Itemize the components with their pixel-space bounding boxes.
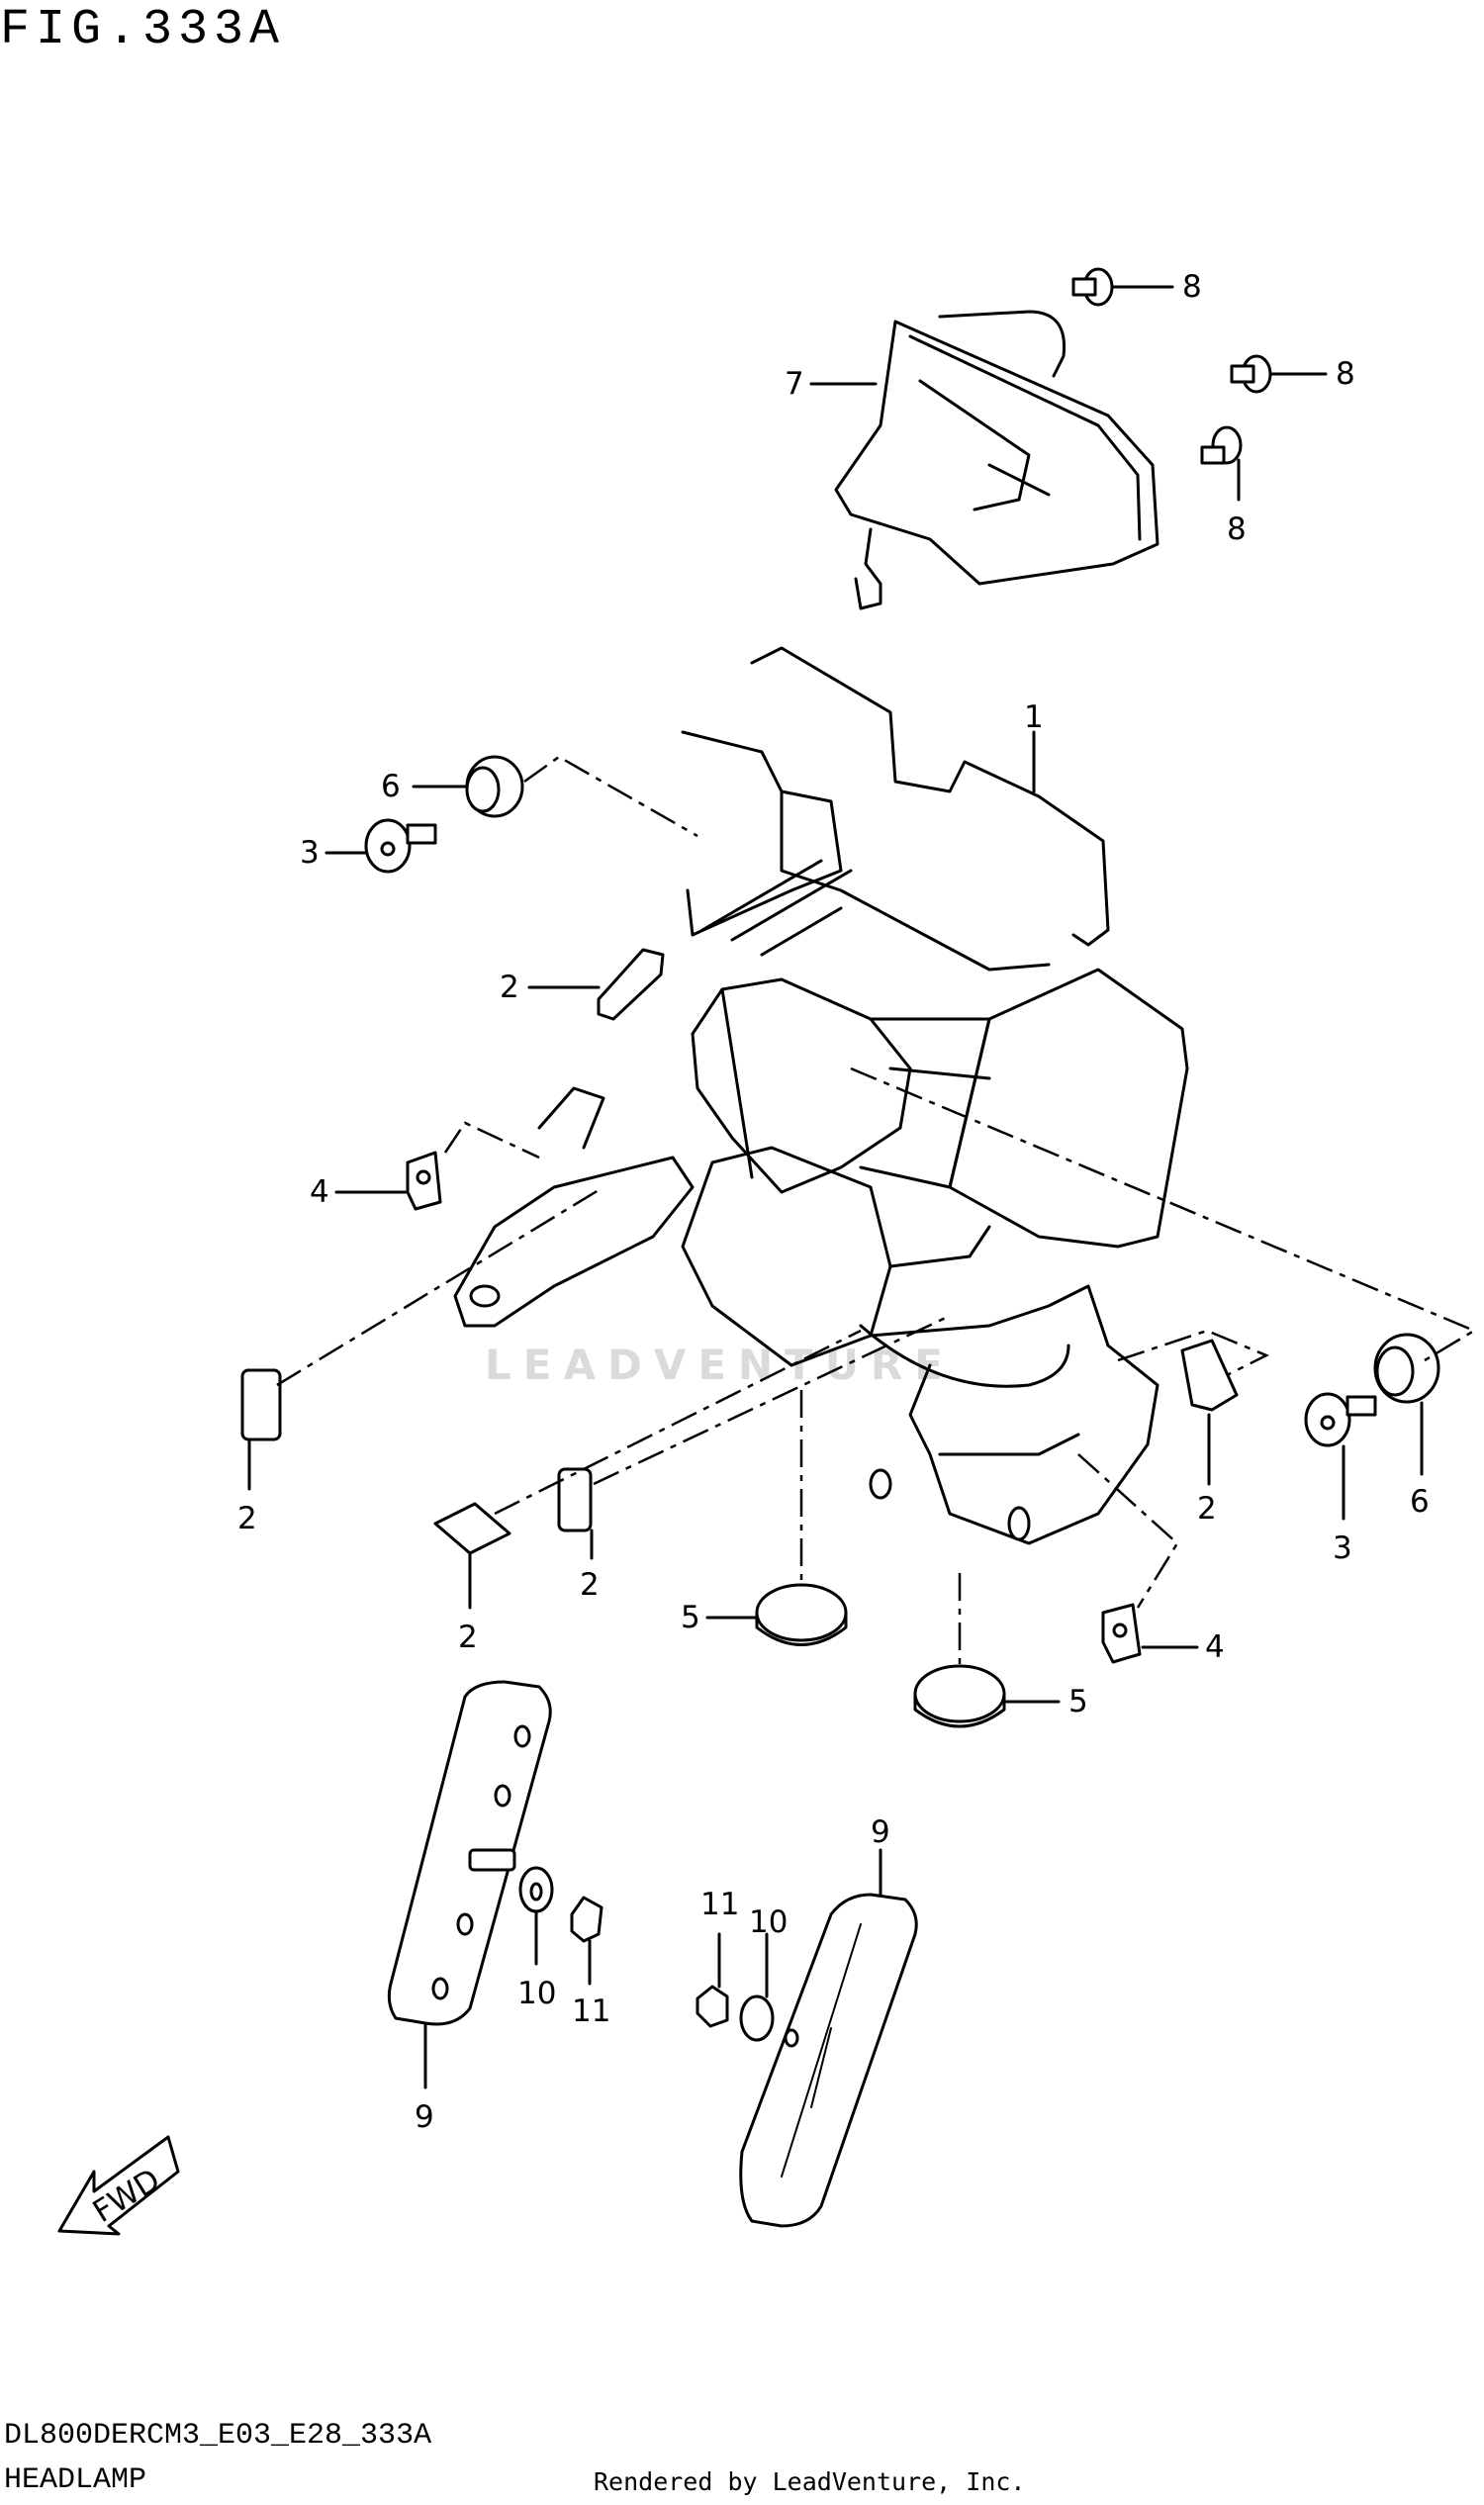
- nut-11-left: [570, 1896, 603, 1943]
- callout-8c: 8: [1227, 511, 1247, 547]
- assembly-lines: [276, 755, 1477, 1667]
- callout-4-left: 4: [310, 1174, 329, 1210]
- callout-3-left: 3: [300, 835, 320, 871]
- callout-6-left: 6: [381, 769, 401, 804]
- leader-lines: [247, 285, 1424, 2089]
- figure-title: FIG.333A: [0, 2, 286, 58]
- render-credit: Rendered by LeadVenture, Inc.: [594, 2467, 1026, 2496]
- callout-labels: 8 8 8 7 1 6 3 2 4 2 2 2 5 5 4 2 3 6 9 10…: [237, 269, 1430, 2135]
- reflector-9-left: [387, 1680, 552, 2026]
- callout-1: 1: [1024, 699, 1044, 735]
- callout-8b: 8: [1336, 356, 1355, 392]
- cushion-5-right: [913, 1664, 1006, 1728]
- callout-4-right: 4: [1205, 1629, 1225, 1665]
- clip-2b: [240, 1368, 282, 1441]
- callout-2d: 2: [580, 1567, 600, 1603]
- clip-2c: [433, 1502, 511, 1555]
- nut-4-right: [1101, 1603, 1142, 1664]
- cushion-5-left: [755, 1583, 848, 1646]
- headlamp-bracket: [681, 646, 1110, 972]
- screw-8c: [1200, 425, 1243, 465]
- callout-8a: 8: [1182, 269, 1202, 305]
- callout-9-left: 9: [415, 2099, 434, 2135]
- screw-8a: [1071, 267, 1114, 307]
- washer-10-left: [518, 1866, 554, 1913]
- callout-2e: 2: [1197, 1491, 1217, 1527]
- callout-2b: 2: [237, 1501, 257, 1536]
- callout-3-right: 3: [1333, 1531, 1352, 1566]
- bolt-3-left: [364, 818, 437, 874]
- clip-2d: [557, 1467, 593, 1532]
- callout-2a: 2: [500, 970, 519, 1005]
- screw-8b: [1230, 354, 1272, 394]
- callout-11-right: 11: [700, 1887, 739, 1922]
- clip-2e: [1180, 1339, 1239, 1412]
- watermark-text: LEADVENTURE: [485, 1341, 955, 1389]
- grommet-6-left: [465, 755, 524, 818]
- callout-2c: 2: [458, 1620, 478, 1655]
- callout-5-right: 5: [1068, 1684, 1088, 1719]
- position-lamp: [834, 310, 1159, 610]
- fwd-arrow: FWD: [57, 2135, 180, 2236]
- callout-6-right: 6: [1410, 1484, 1430, 1520]
- diagram-code: DL800DERCM3_E03_E28_333A: [4, 2419, 432, 2453]
- nut-11-right: [696, 1985, 729, 2028]
- headlamp-unit: [453, 968, 1189, 1545]
- nut-4-left: [406, 1151, 442, 1211]
- washer-10-right: [739, 1995, 775, 2042]
- callout-11-left: 11: [572, 1994, 610, 2029]
- diagram-name: HEADLAMP: [4, 2463, 147, 2497]
- callout-10-right: 10: [749, 1904, 788, 1940]
- clip-2a: [597, 948, 665, 1021]
- callout-5-left: 5: [681, 1600, 700, 1635]
- callout-9-right: 9: [871, 1814, 890, 1850]
- callout-10-left: 10: [517, 1976, 556, 2011]
- grommet-6-right: [1373, 1333, 1440, 1404]
- reflector-9-right: [739, 1893, 918, 2228]
- bolt-3-right: [1304, 1392, 1377, 1447]
- callout-7: 7: [785, 366, 804, 402]
